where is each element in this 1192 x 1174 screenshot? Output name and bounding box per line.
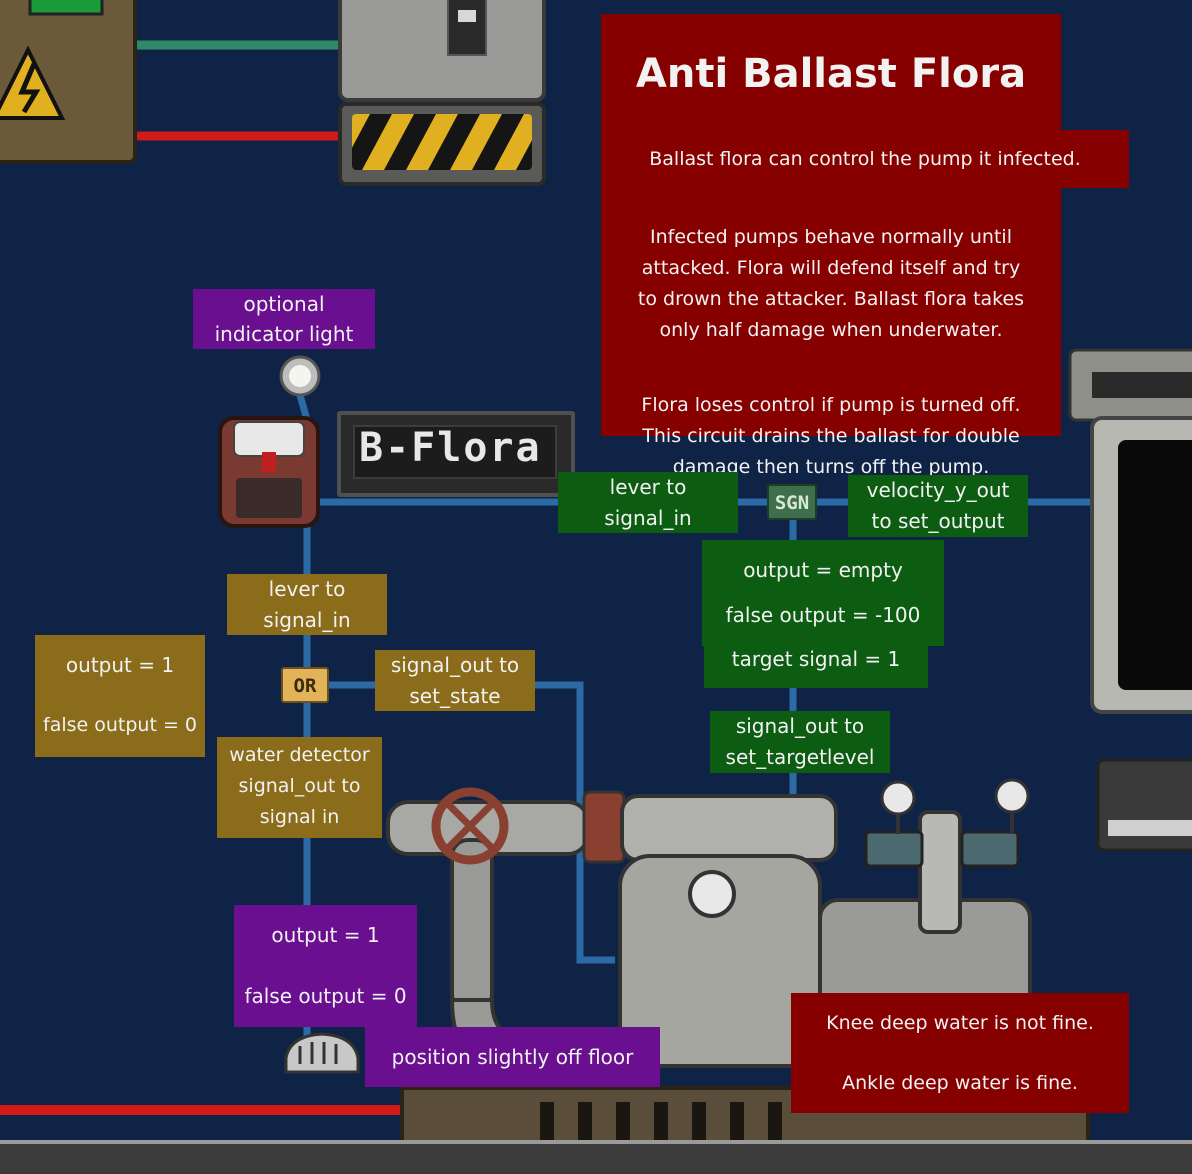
valve-wheel-icon <box>431 787 509 865</box>
description-line1: Ballast flora can control the pump it in… <box>601 130 1129 188</box>
junction-box <box>0 0 137 164</box>
ballast-pump <box>386 778 1090 1144</box>
bflora-sign: B-Flora <box>337 411 575 497</box>
description-para3: Flora loses control if pump is turned of… <box>641 394 1021 478</box>
floor <box>0 1140 1192 1174</box>
water-detector-label: water detector signal_out to signal in <box>217 737 382 838</box>
pressure-gauge-icon <box>994 778 1030 814</box>
lever-signal-in-green-label: lever to signal_in <box>558 472 738 533</box>
terminal-screen <box>1068 348 1192 852</box>
water-detector <box>284 1032 360 1074</box>
indicator-light <box>279 355 321 397</box>
signal-out-targetlevel-label: signal_out to set_targetlevel <box>710 711 890 773</box>
pressure-gauge-icon <box>880 780 916 816</box>
sgn-output-label: output = empty <box>702 540 944 588</box>
sgn-target-label: target signal = 1 <box>704 644 928 688</box>
lever-signal-in-gold-label: lever to signal_in <box>227 574 387 635</box>
signal-out-set-state-label: signal_out to set_state <box>375 650 535 711</box>
optional-light-label: optional indicator light <box>193 289 375 349</box>
detector-false-output-label: false output = 0 <box>234 965 417 1027</box>
or-component[interactable]: OR <box>281 667 329 703</box>
lever-switch <box>218 416 320 528</box>
page-title: Anti Ballast Flora <box>601 14 1061 130</box>
knee-deep-label: Knee deep water is not fine. <box>791 993 1129 1053</box>
velocity-label: velocity_y_out to set_output <box>848 475 1028 537</box>
or-output-label: output = 1 <box>35 635 205 695</box>
sgn-false-output-label: false output = -100 <box>702 588 944 646</box>
position-label: position slightly off floor <box>365 1027 660 1087</box>
cabinet <box>338 0 546 186</box>
ankle-deep-label: Ankle deep water is fine. <box>791 1053 1129 1113</box>
high-voltage-warning-icon <box>0 45 66 120</box>
or-false-output-label: false output = 0 <box>35 695 205 757</box>
detector-output-label: output = 1 <box>234 905 417 965</box>
sign-text: B-Flora <box>359 425 542 471</box>
description-para2: Infected pumps behave normally until att… <box>637 226 1025 341</box>
description-para2-3: Infected pumps behave normally until att… <box>601 188 1061 478</box>
signal-check-component[interactable]: SGN <box>767 484 817 520</box>
